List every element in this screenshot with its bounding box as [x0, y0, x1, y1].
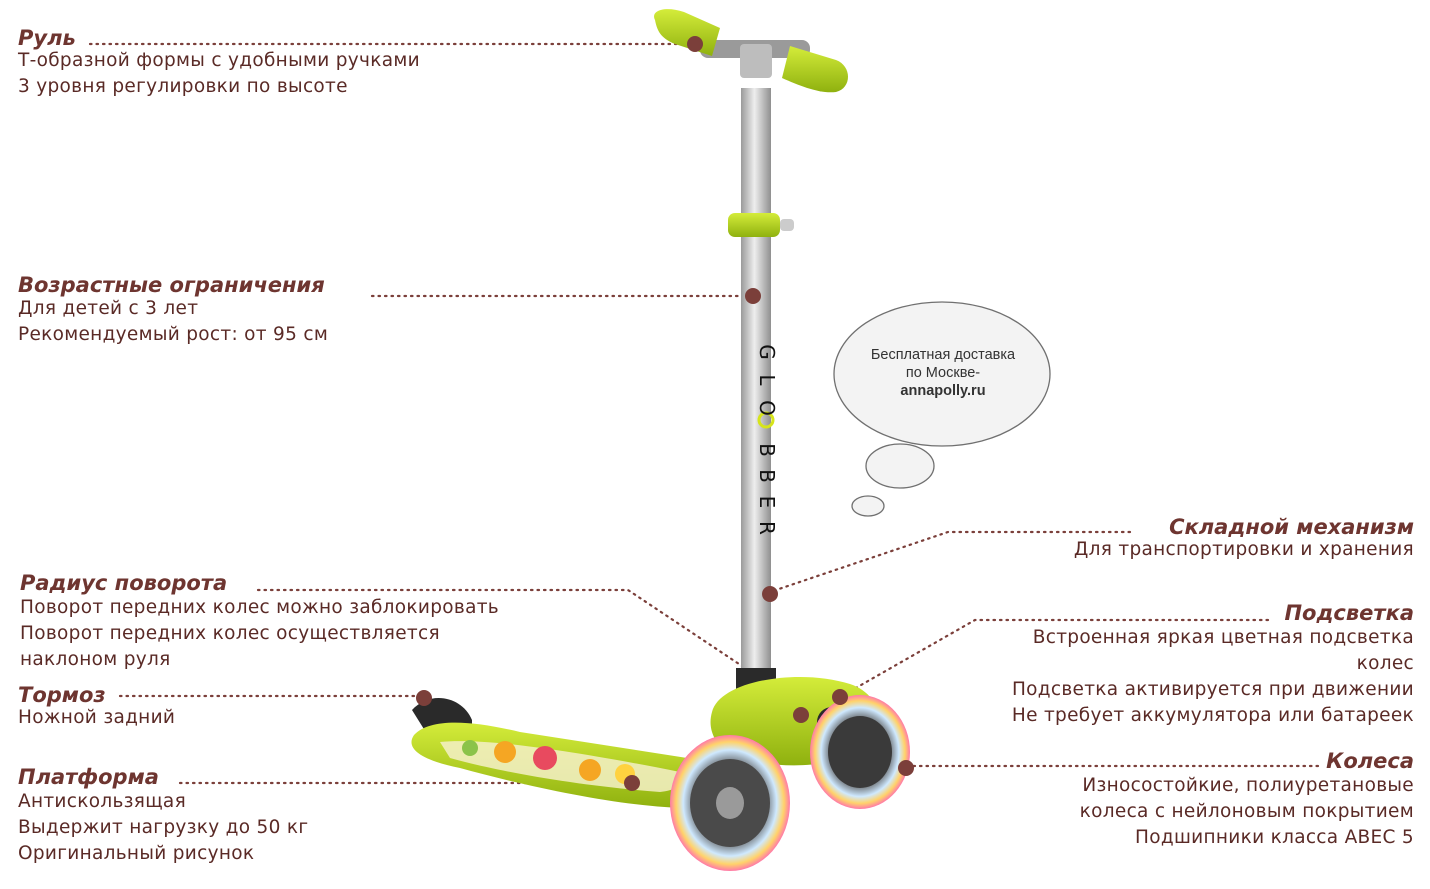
turning-title: Радиус поворота: [20, 571, 228, 595]
wheels-line: колеса с нейлоновым покрытием: [1079, 801, 1414, 822]
handlebar-line: 3 уровня регулировки по высоте: [18, 76, 348, 97]
lights-title: Подсветка: [1284, 601, 1414, 625]
bubble-line-1: Бесплатная доставка: [870, 347, 1016, 363]
handlebar-title: Руль: [18, 26, 76, 50]
leader-dots: [416, 36, 914, 791]
bubble-line-2: по Москве-: [905, 365, 981, 381]
lights-line: Не требует аккумулятора или батареек: [1011, 705, 1414, 726]
deck-line: Антискользящая: [18, 791, 186, 812]
thought-bubble: [833, 301, 1051, 517]
deck-title: Платформа: [18, 765, 159, 789]
folding-line: Для транспортировки и хранения: [1073, 539, 1414, 560]
steering-pole: [741, 88, 771, 698]
brand-letter: R: [755, 521, 779, 535]
front-wheel-left: [670, 735, 790, 871]
delivery-bubble-text: Бесплатная доставка по Москве- annapolly…: [838, 346, 1048, 400]
turning-line: наклоном руля: [20, 649, 171, 670]
handlebar-line: Т-образной формы с удобными ручками: [18, 50, 420, 71]
lights-line: колес: [1356, 653, 1414, 674]
brand-letter: L: [755, 374, 779, 386]
lights-line: Встроенная яркая цветная подсветка: [1032, 627, 1414, 648]
deck-line: Оригинальный рисунок: [18, 843, 255, 864]
lights-line: Подсветка активируется при движении: [1011, 679, 1414, 700]
age-line: Для детей с 3 лет: [18, 298, 199, 319]
turning-line: Поворот передних колес можно заблокирова…: [20, 597, 500, 618]
turning-line: Поворот передних колес осуществляется: [20, 623, 440, 644]
handlebar: [654, 9, 848, 93]
brand-letter: E: [755, 495, 779, 509]
folding-title: Складной механизм: [1169, 515, 1414, 539]
deck: [411, 722, 715, 809]
brand-letter: O: [755, 400, 779, 416]
brand-o-ring: [757, 411, 775, 429]
wheels-line: Износостойкие, полиуретановые: [1082, 775, 1414, 796]
brand-letter: G: [755, 344, 779, 360]
deck-line: Выдержит нагрузку до 50 кг: [18, 817, 309, 838]
wheels-line: Подшипники класса ABEC 5: [1135, 827, 1414, 848]
brand-letter: B: [755, 443, 779, 457]
bubble-site-link[interactable]: annapolly.ru: [900, 383, 986, 399]
age-title: Возрастные ограничения: [18, 273, 325, 297]
age-line: Рекомендуемый рост: от 95 см: [18, 324, 329, 345]
brake-title: Тормоз: [18, 683, 106, 707]
wheels-title: Колеса: [1326, 749, 1414, 773]
leader-lines: [88, 42, 1320, 785]
height-clamp: [728, 213, 794, 237]
brand-letter: B: [755, 469, 779, 483]
brake-line: Ножной задний: [18, 707, 176, 728]
front-wheel-right: [810, 695, 910, 809]
